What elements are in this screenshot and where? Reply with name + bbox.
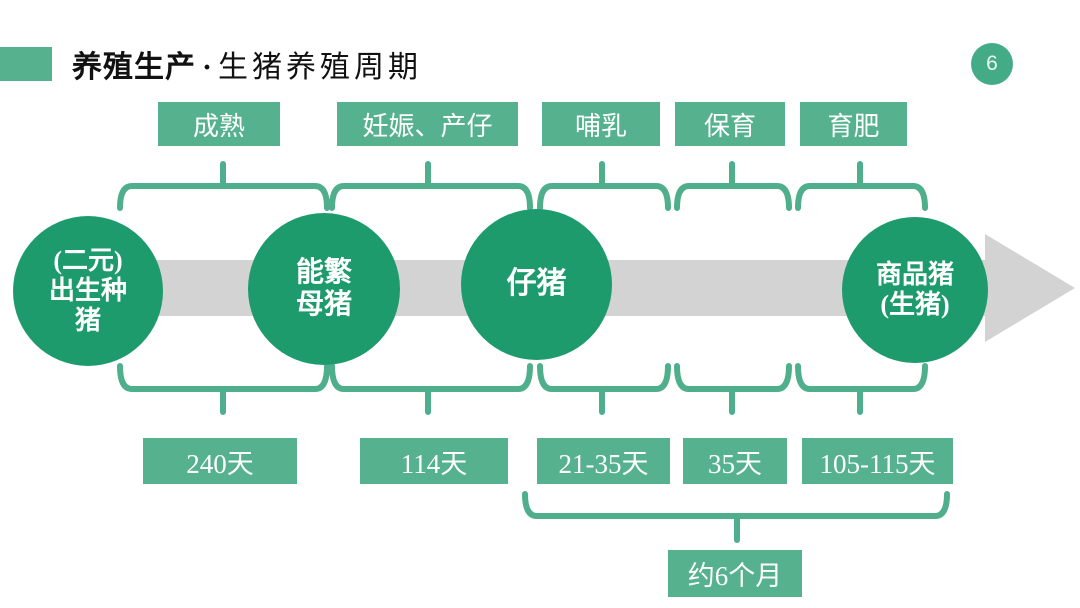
page-title: 养殖生产·生猪养殖周期 (72, 42, 422, 86)
stage-label-lactation: 哺乳 (542, 102, 660, 146)
brace-total-duration (522, 491, 950, 543)
duration-maturity: 240天 (143, 438, 297, 484)
total-duration-text: 约6个月 (687, 561, 783, 591)
node-text-line: (二元) (53, 246, 123, 276)
title-rest: 生猪养殖周期 (218, 51, 423, 84)
total-duration-label: 约6个月 (668, 550, 802, 597)
duration-nursery: 35天 (683, 438, 787, 484)
stage-label-text: 保育 (703, 111, 756, 141)
node-text-line: 出生种 (48, 276, 127, 306)
duration-lactation: 21-35天 (537, 438, 670, 484)
brace-top-nursery (674, 161, 792, 211)
title-accent-block (0, 47, 52, 81)
stage-label-nursery: 保育 (675, 102, 785, 146)
stage-label-gestation-farrowing: 妊娠、产仔 (337, 102, 518, 146)
title-prefix: 养殖生产 (72, 51, 196, 84)
brace-bottom-maturity (117, 363, 330, 415)
duration-gestation: 114天 (360, 438, 508, 484)
stage-label-text: 妊娠、产仔 (362, 111, 493, 141)
node-market-hog: 商品猪 (生猪) (842, 217, 988, 363)
slide-header: 养殖生产·生猪养殖周期 (0, 42, 422, 86)
brace-top-lactation (537, 161, 671, 211)
node-piglet: 仔猪 (461, 209, 612, 360)
brace-bottom-nursery (674, 363, 792, 415)
node-breeding-sow: 能繁 母猪 (248, 213, 400, 365)
node-text-line: 母猪 (295, 289, 352, 320)
duration-text: 114天 (400, 448, 468, 479)
node-text-line: 商品猪 (875, 260, 954, 290)
stage-label-text: 成熟 (192, 111, 245, 141)
page-number-badge: 6 (971, 43, 1013, 85)
node-text-line: (生猪) (880, 290, 950, 319)
node-text-line: 仔猪 (506, 267, 567, 301)
node-binary-birth-breeding-pig: (二元) 出生种 猪 (13, 216, 163, 366)
duration-text: 21-35天 (558, 448, 649, 479)
duration-text: 240天 (186, 448, 254, 479)
brace-top-maturity (117, 161, 330, 211)
stage-label-text: 哺乳 (574, 111, 627, 141)
brace-top-fattening (795, 161, 928, 211)
duration-text: 105-115天 (819, 448, 936, 479)
title-separator: · (202, 51, 213, 84)
duration-text: 35天 (708, 448, 762, 479)
stage-label-maturity: 成熟 (158, 102, 280, 146)
brace-bottom-lactation (537, 363, 671, 415)
node-text-line: 能繁 (295, 256, 352, 288)
page-number: 6 (986, 52, 998, 75)
stage-label-text: 育肥 (827, 111, 880, 141)
node-text-line: 猪 (74, 305, 101, 335)
brace-top-gestation (329, 161, 533, 211)
duration-fattening: 105-115天 (802, 438, 953, 484)
brace-bottom-fattening (795, 363, 928, 415)
stage-label-fattening: 育肥 (800, 102, 907, 146)
brace-bottom-gestation (329, 363, 533, 415)
